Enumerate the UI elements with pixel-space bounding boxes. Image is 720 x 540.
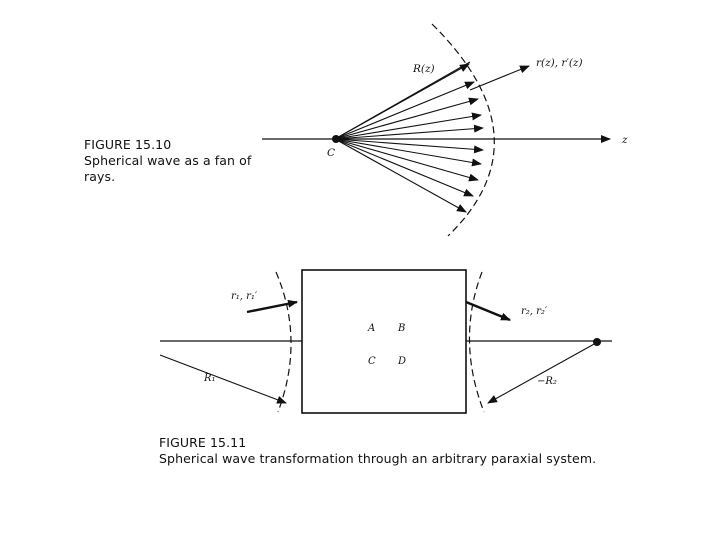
matrix-b: B	[397, 323, 405, 334]
abcd-system-box	[301, 269, 467, 414]
caption-line-2-15-10: rays.	[84, 169, 116, 184]
output-wavefront	[468, 271, 485, 413]
label-output-radius: −R₂	[537, 376, 557, 387]
matrix-a: A	[367, 323, 375, 334]
radius-r-z	[334, 61, 471, 140]
figure-15-10-caption: FIGURE 15.10 Spherical wave as a fan of …	[84, 137, 251, 185]
label-axis-z: z	[621, 134, 628, 146]
label-output-ray: r₂, r₂′	[521, 306, 548, 317]
input-ray	[246, 299, 298, 314]
label-input-radius: R₁	[203, 373, 216, 384]
output-center-point	[593, 338, 601, 346]
output-ray	[465, 300, 511, 322]
spherical-wavefront	[431, 23, 495, 237]
ray-fan	[334, 63, 484, 213]
input-radius-r1	[159, 354, 287, 404]
figure-15-11: r₁, r₁′ r₂, r₂′ R₁ −R₂ A B C D	[159, 269, 612, 414]
matrix-c: C	[368, 356, 376, 367]
output-radius-r2	[487, 342, 597, 404]
ray-r-z	[469, 65, 530, 91]
caption-line-1-15-10: Spherical wave as a fan of	[84, 153, 252, 168]
label-ray-r-z: r(z), r′(z)	[536, 57, 583, 69]
center-point-c	[332, 135, 340, 143]
label-input-ray: r₁, r₁′	[231, 291, 258, 302]
caption-number-15-11: FIGURE 15.11	[159, 435, 247, 450]
caption-number-15-10: FIGURE 15.10	[84, 137, 172, 152]
label-r-z: R(z)	[412, 63, 435, 75]
input-wavefront	[275, 271, 292, 413]
figure-15-11-caption: FIGURE 15.11 Spherical wave transformati…	[159, 435, 596, 467]
matrix-d: D	[397, 356, 406, 367]
figure-15-10: R(z) r(z), r′(z) z C	[262, 23, 628, 237]
caption-text-15-11: Spherical wave transformation through an…	[159, 451, 597, 466]
label-center-c: C	[327, 147, 335, 159]
